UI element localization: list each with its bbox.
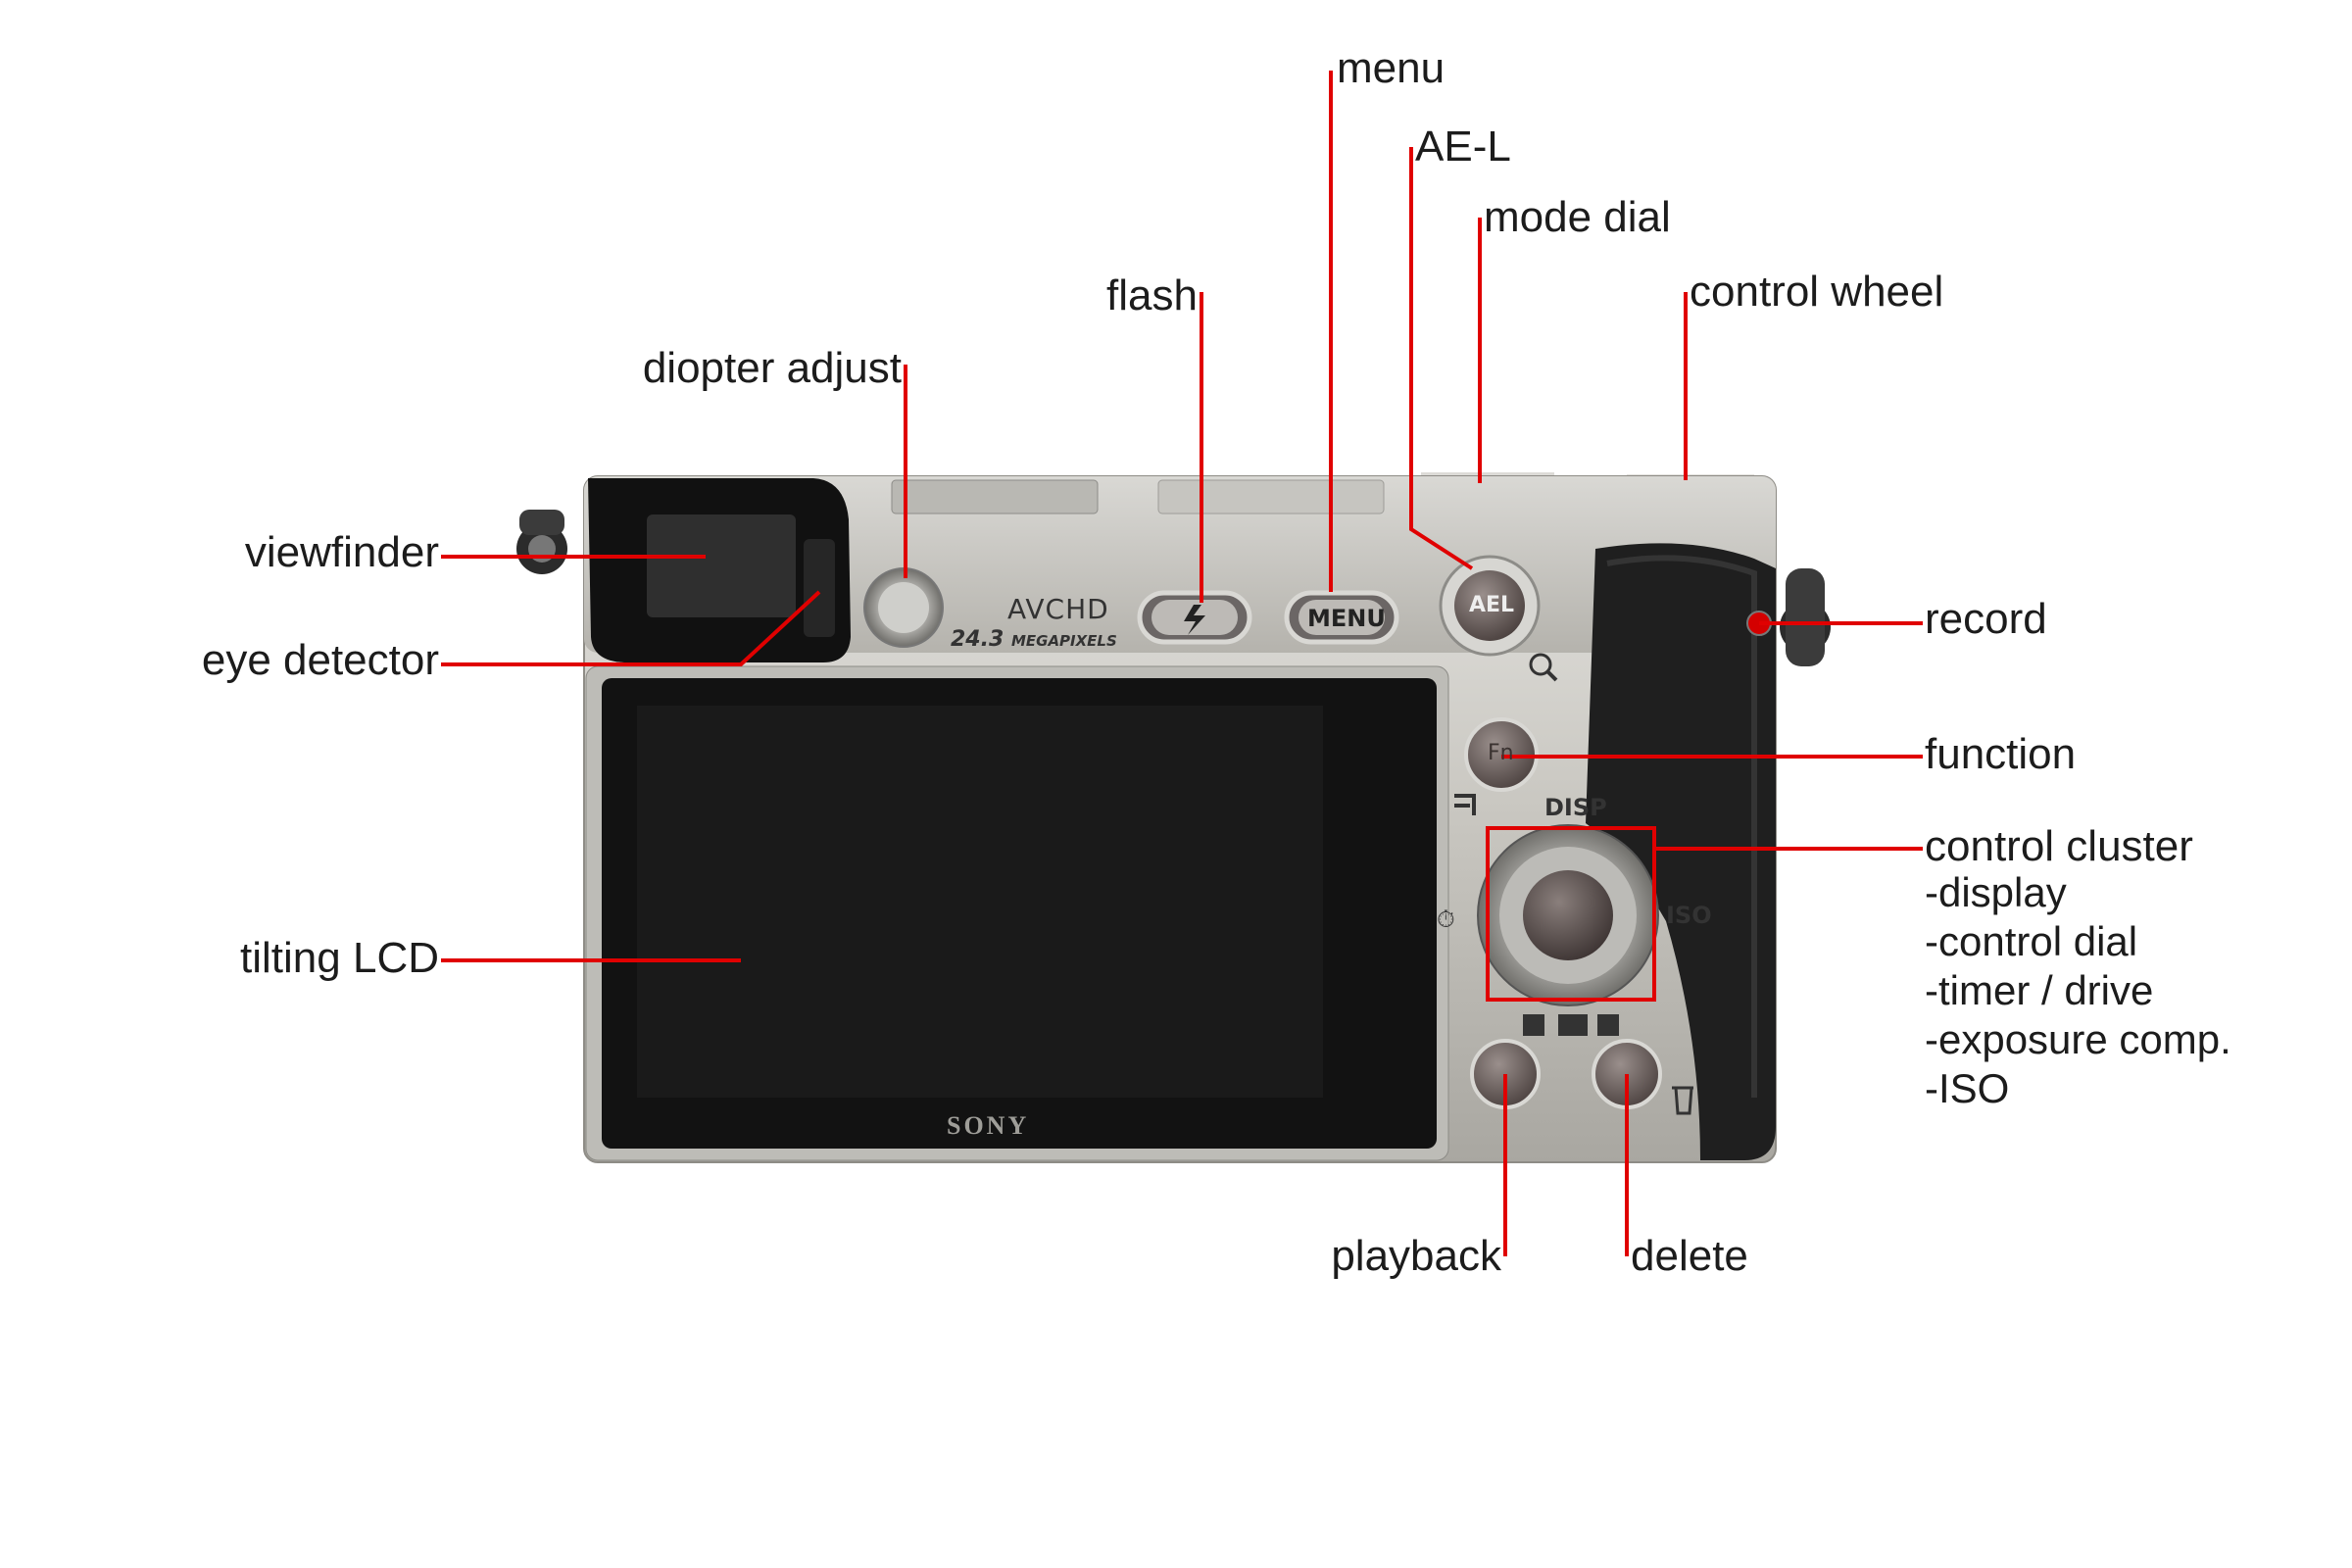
cluster-item-control-dial: -control dial	[1925, 918, 2138, 964]
cluster-item-display: -display	[1925, 869, 2067, 915]
svg-text:⏱: ⏱	[1437, 906, 1455, 933]
label-eye-detector: eye detector	[201, 636, 439, 684]
label-viewfinder: viewfinder	[244, 528, 439, 576]
grip	[1586, 543, 1776, 1160]
label-diopter: diopter adjust	[642, 344, 902, 392]
label-control-wheel: control wheel	[1690, 268, 1944, 316]
camera-megapixels-value: 24.3	[951, 627, 1004, 652]
fn-button-text: Fn	[1488, 741, 1514, 765]
label-record: record	[1925, 595, 2047, 643]
label-playback: playback	[1331, 1232, 1501, 1280]
label-tilting-lcd: tilting LCD	[240, 934, 439, 982]
cluster-item-exposure-comp: -exposure comp.	[1925, 1016, 2231, 1062]
control-cluster-highlight	[1486, 826, 1656, 1002]
label-function: function	[1925, 730, 2077, 778]
label-delete: delete	[1631, 1232, 1748, 1280]
label-control-cluster: control cluster	[1925, 822, 2193, 870]
disp-text: DISP	[1544, 794, 1607, 821]
strap-lug-left	[516, 510, 567, 574]
leader-ael	[1409, 147, 1474, 570]
leader-eye-detector	[441, 590, 821, 666]
menu-button-text: MENU	[1307, 605, 1386, 632]
camera-avchd-text: AVCHD	[1007, 593, 1109, 625]
camera-brand-text: SONY	[947, 1111, 1030, 1140]
camera-megapixels-suffix: MEGAPIXELS	[1010, 632, 1117, 650]
cluster-item-iso: -ISO	[1925, 1065, 2010, 1111]
label-ael: AE-L	[1415, 122, 1511, 171]
iso-text: ISO	[1666, 902, 1712, 929]
label-mode-dial: mode dial	[1484, 193, 1671, 241]
label-flash: flash	[1106, 271, 1198, 319]
camera-megapixels-text: 24.3 MEGAPIXELS	[951, 627, 1117, 652]
ael-button-text: AEL	[1469, 593, 1515, 617]
label-menu: menu	[1337, 44, 1446, 92]
cluster-item-timer-drive: -timer / drive	[1925, 967, 2154, 1013]
leader-lines	[441, 71, 1923, 1256]
strap-lug-right	[1780, 568, 1831, 666]
